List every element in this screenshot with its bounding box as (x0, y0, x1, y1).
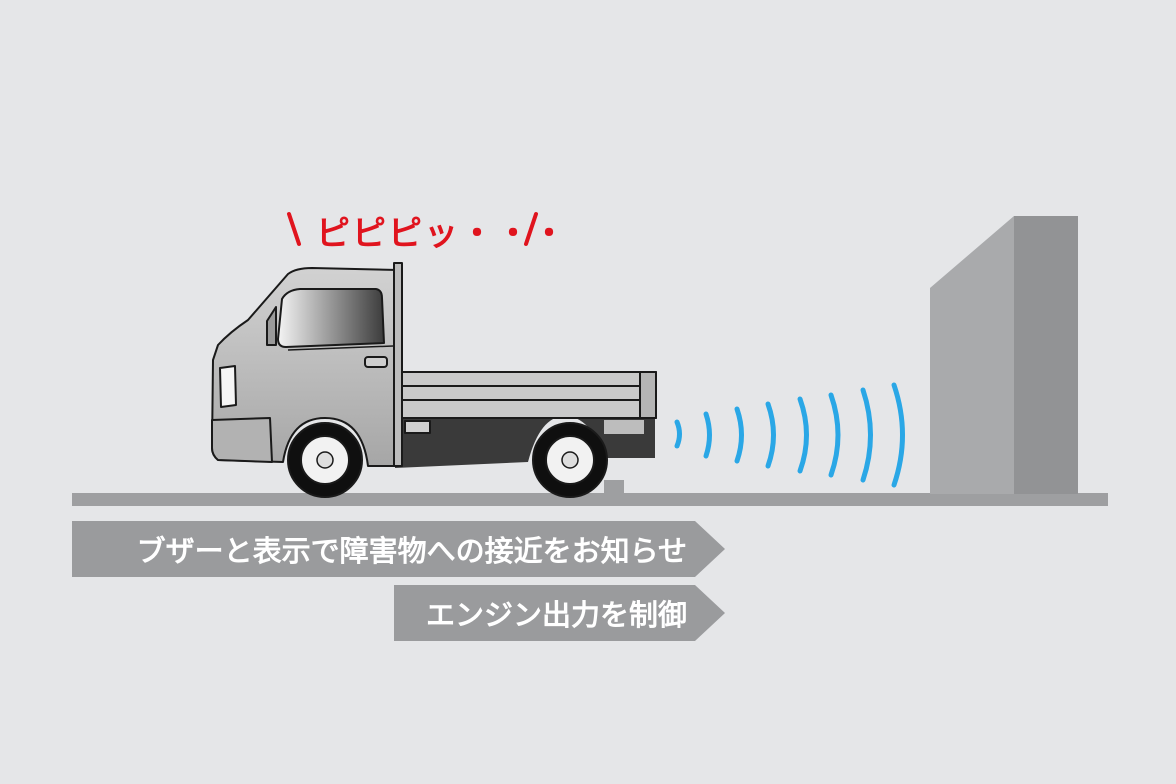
ground-line (72, 493, 1108, 506)
info-arrow-engine-label: エンジン出力を制御 (425, 598, 687, 632)
sonar-wave-icon (674, 382, 905, 488)
info-arrow-buzzer-label: ブザーと表示で障害物への接近をお知らせ (136, 534, 687, 568)
truck-icon (211, 262, 657, 498)
info-arrow-engine: エンジン出力を制御 (394, 585, 725, 641)
info-arrow-buzzer: ブザーと表示で障害物への接近をお知らせ (72, 521, 725, 577)
curb-stop (604, 480, 624, 494)
buzzer-sound-label: ピピピッ・・・ (316, 214, 568, 254)
wall-icon (930, 216, 1078, 494)
alert-marks (287, 212, 538, 246)
